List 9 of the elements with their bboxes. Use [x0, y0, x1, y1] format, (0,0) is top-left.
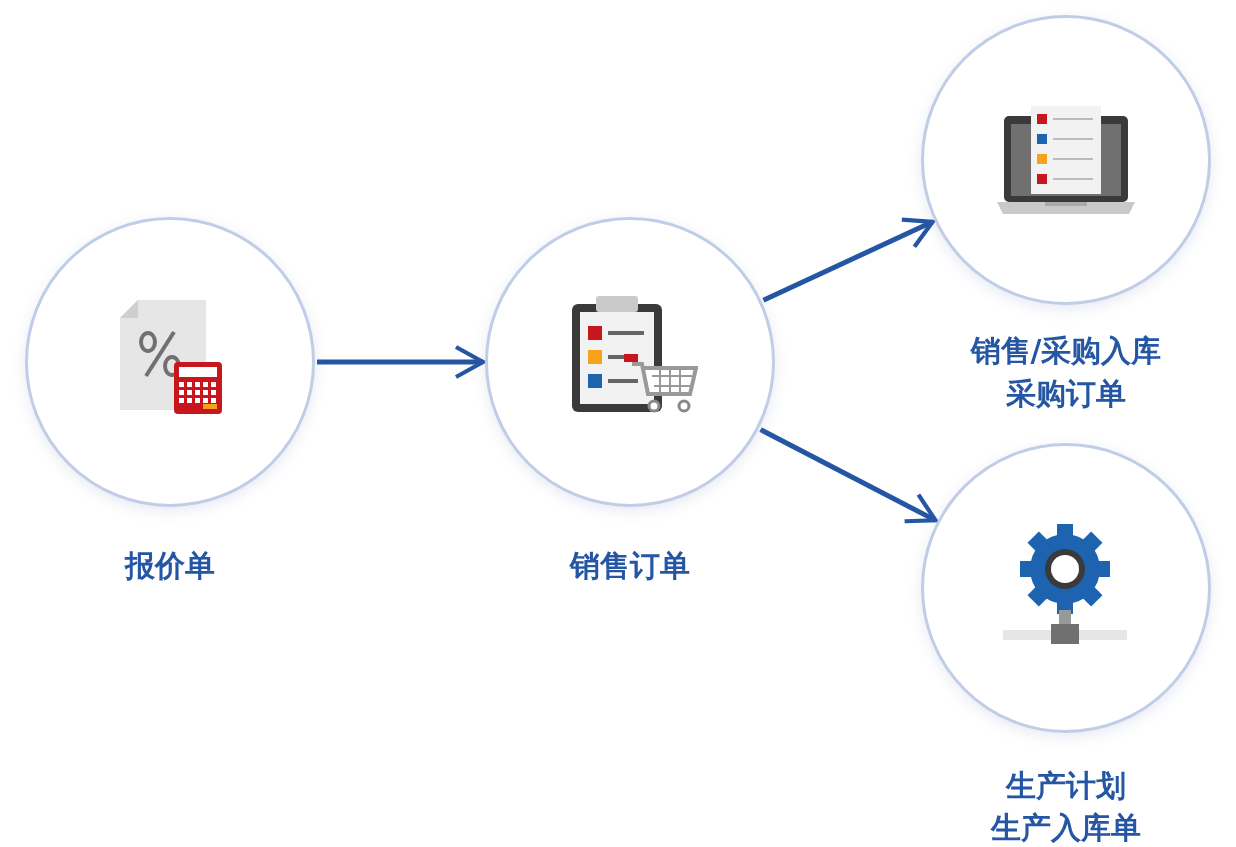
arrow — [762, 217, 935, 303]
node-label: 报价单 — [123, 548, 216, 584]
node-label: 生产入库单 — [989, 810, 1142, 846]
node-label: 生产计划 — [1004, 768, 1127, 804]
arrow — [759, 427, 938, 524]
node-label: 采购订单 — [1005, 376, 1127, 412]
arrow — [317, 344, 486, 380]
node-label: 销售/采购入库 — [969, 333, 1163, 369]
node-label: 销售订单 — [568, 548, 691, 584]
